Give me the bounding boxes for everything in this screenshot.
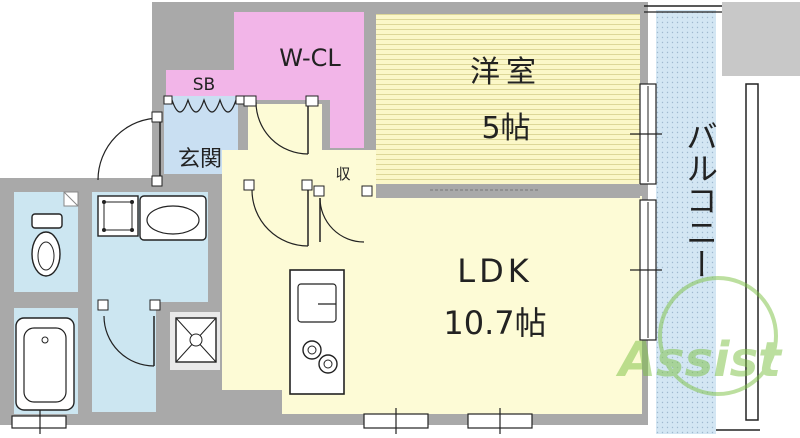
door-jamb [149, 299, 161, 311]
door-jamb [151, 111, 163, 123]
pipe-shaft-x [63, 191, 79, 207]
western-room-label: 洋室 [470, 55, 542, 90]
door-jamb [305, 95, 319, 107]
door-jamb [301, 179, 313, 191]
wcl-door-swing [255, 101, 309, 155]
wash-basin-icon [139, 195, 207, 241]
stove-icon [302, 340, 338, 374]
partition [376, 184, 640, 198]
watermark-text: Assist [615, 332, 783, 388]
laundry-pan-icon [175, 317, 217, 363]
wash-door-swing [103, 315, 155, 367]
door-jamb [361, 185, 373, 197]
bathtub-icon [15, 317, 75, 411]
storage-label: 収 [335, 165, 350, 183]
ldk-floor [222, 196, 642, 414]
entrance-label: 玄関 [178, 147, 222, 172]
wcl-label: W-CL [279, 44, 341, 72]
door-jamb [243, 179, 255, 191]
western-room [376, 14, 640, 186]
door-jamb [313, 185, 325, 197]
door-jamb [235, 95, 245, 105]
sb-door-swing [171, 98, 237, 113]
assist-logo: Assist [615, 276, 783, 396]
door-jamb [97, 299, 109, 311]
entrance-door-swing [97, 117, 161, 181]
ldk-label: LDK [457, 252, 532, 290]
kitchen-counter-icon [289, 269, 345, 395]
ldk-wall-inset [222, 390, 282, 414]
balcony-label: バルコニー [681, 120, 719, 280]
sb-label: SB [193, 75, 215, 95]
washing-machine-icon [97, 195, 139, 237]
window-bottom [11, 415, 67, 429]
wall-mass [722, 2, 800, 76]
door-jamb [163, 95, 173, 105]
hall-door-swing [251, 189, 309, 247]
balcony-post [745, 83, 759, 421]
door-jamb [151, 175, 163, 187]
storage-door-swing [319, 197, 365, 243]
western-room-size: 5帖 [481, 111, 530, 146]
toilet-icon [31, 213, 63, 277]
door-jamb [243, 95, 257, 107]
shoe-box [166, 70, 238, 98]
ldk-size: 10.7帖 [443, 304, 546, 342]
